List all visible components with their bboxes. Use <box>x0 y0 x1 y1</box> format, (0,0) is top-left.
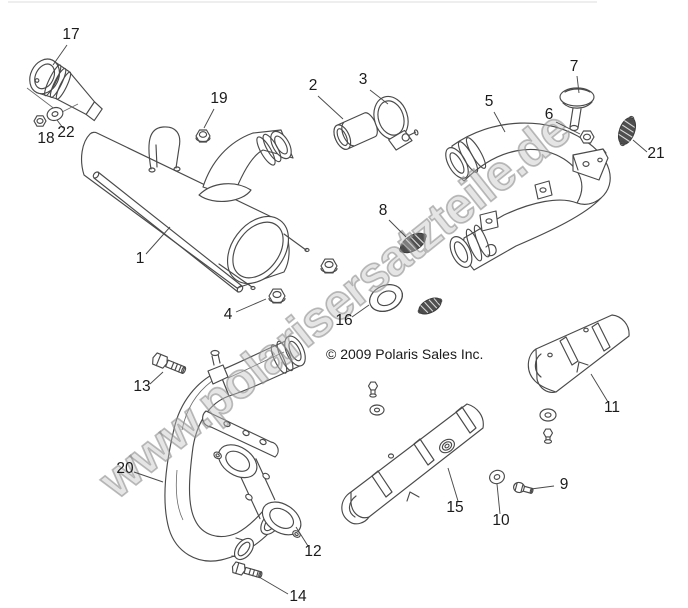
part-bolt-9 <box>513 481 534 494</box>
part-callout-8: 8 <box>379 202 388 219</box>
leader-line-7 <box>576 75 580 94</box>
part-gasket <box>213 444 302 538</box>
part-callout-14: 14 <box>289 588 307 605</box>
part-callout-5: 5 <box>485 93 494 110</box>
part-silencer-pipe <box>445 122 611 271</box>
leader-line-3 <box>369 89 389 105</box>
leader-line-2 <box>317 95 344 120</box>
part-rivet-nut <box>542 428 554 444</box>
part-callout-6: 6 <box>545 106 554 123</box>
leader-line-20 <box>133 471 164 483</box>
part-bolt-13 <box>152 352 187 374</box>
part-callout-16: 16 <box>335 312 352 329</box>
part-callout-15: 15 <box>446 499 463 516</box>
leader-line-5 <box>493 111 506 133</box>
leader-line-22 <box>56 119 64 129</box>
part-heat-shield-11 <box>527 314 630 393</box>
leader-line-15 <box>447 467 459 502</box>
part-spring-8 <box>399 232 427 254</box>
part-callout-21: 21 <box>647 145 664 162</box>
part-bolt-14 <box>231 561 263 579</box>
leader-line-21 <box>632 139 648 153</box>
part-callout-9: 9 <box>560 476 569 493</box>
leader-line-10 <box>496 483 501 515</box>
part-heat-shield-15 <box>341 403 484 525</box>
part-spring-21 <box>617 115 637 147</box>
part-sleeve <box>333 112 378 150</box>
leader-line-16 <box>351 304 370 318</box>
leader-line-6 <box>555 121 581 135</box>
part-callout-18: 18 <box>37 130 54 147</box>
part-nut-19 <box>195 129 211 143</box>
part-spring-small <box>417 297 443 315</box>
part-callout-10: 10 <box>492 512 510 529</box>
part-callout-1: 1 <box>136 250 145 267</box>
part-nut-18 <box>33 115 47 127</box>
part-callout-3: 3 <box>359 71 368 88</box>
leader-line-12 <box>295 526 309 547</box>
part-callout-2: 2 <box>309 77 318 94</box>
part-washer-10 <box>489 469 505 485</box>
part-nut-4 <box>268 288 286 304</box>
part-nut-small <box>320 258 338 274</box>
part-callout-13: 13 <box>133 378 150 395</box>
part-callout-20: 20 <box>116 460 134 477</box>
part-callout-11: 11 <box>604 399 620 416</box>
part-callout-4: 4 <box>224 306 233 323</box>
leader-line-8 <box>388 219 407 238</box>
watermark-text: www.polarisersatzteile.de <box>88 100 581 509</box>
part-callout-19: 19 <box>210 90 227 107</box>
part-callout-17: 17 <box>62 26 79 43</box>
part-washer-mid <box>539 408 557 422</box>
leader-line-13 <box>149 371 164 385</box>
part-seal-ring <box>369 284 403 312</box>
copyright-text: © 2009 Polaris Sales Inc. <box>326 346 483 362</box>
part-callout-12: 12 <box>304 543 321 560</box>
part-nut-6 <box>579 130 595 144</box>
part-plug <box>559 87 595 132</box>
part-callout-22: 22 <box>57 124 74 141</box>
leader-line-17 <box>52 44 68 66</box>
leader-line-9 <box>530 485 555 490</box>
part-callout-7: 7 <box>570 58 579 75</box>
leader-line-11 <box>590 373 609 403</box>
part-spark-arrestor <box>29 58 103 122</box>
part-clamp <box>373 95 419 151</box>
part-bolt-small-top <box>367 381 379 398</box>
part-muffler <box>81 126 310 293</box>
leader-line-14 <box>258 576 289 595</box>
leader-line-19 <box>203 108 215 129</box>
part-washer-22 <box>46 106 64 122</box>
part-washer-small-top <box>369 404 385 416</box>
leader-line-4 <box>235 298 267 313</box>
artwork-layer <box>26 58 637 579</box>
leader-line-1 <box>145 226 171 255</box>
